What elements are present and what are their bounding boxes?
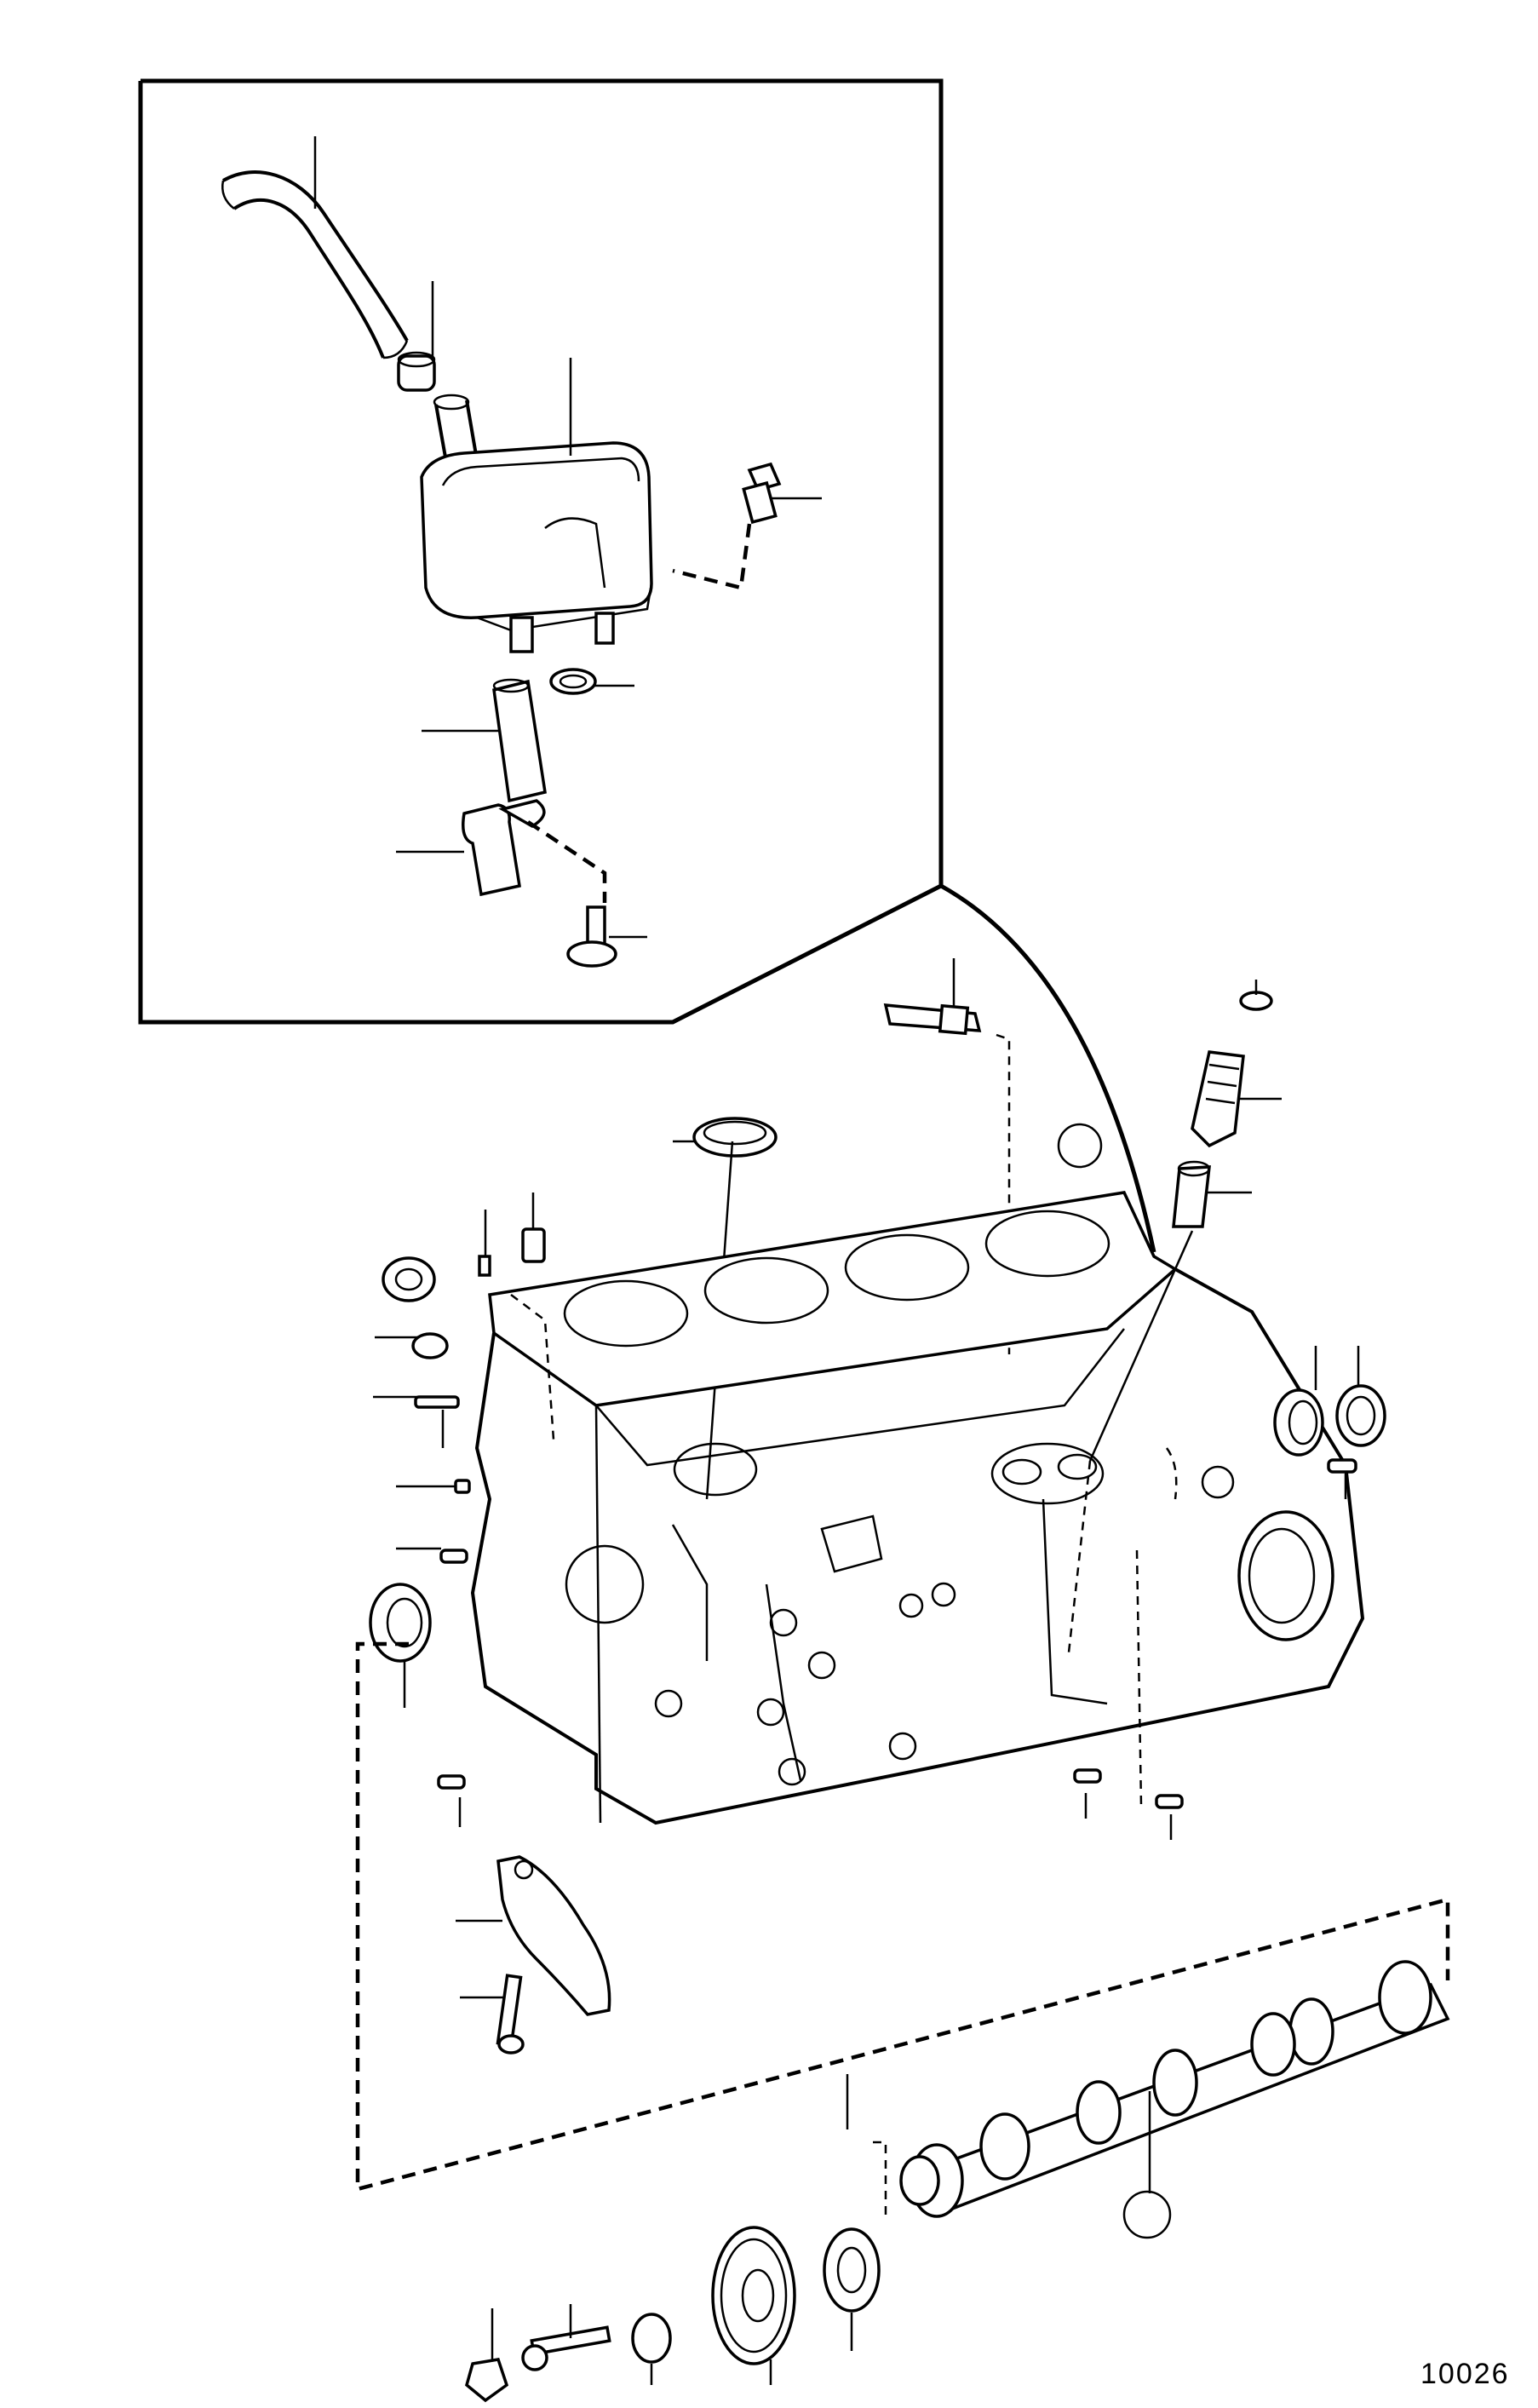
gear-bolt [521, 2304, 672, 2385]
flange-bolt [672, 462, 822, 590]
main-bearing-cap [456, 1855, 611, 2016]
inset-frame [138, 78, 1156, 1253]
cylinder-block [470, 1191, 1365, 1825]
camshaft-bearing-front [369, 1583, 432, 1708]
vent-hose [221, 136, 409, 359]
camshaft-bearing-rear [1273, 1346, 1386, 1499]
block-plugs [373, 1193, 546, 1564]
drive-gear [1191, 980, 1282, 1148]
dowel-pins [437, 1768, 1184, 1840]
seal-ring [673, 1117, 778, 1500]
oil-trap [420, 358, 653, 653]
camshaft-gear [711, 2226, 796, 2385]
thrust-washer [823, 2227, 881, 2351]
o-ring [549, 668, 634, 695]
bracket-screw [566, 905, 647, 968]
camshaft-dashed-path [355, 1641, 1450, 2192]
cap-bolt [460, 1974, 525, 2055]
camshaft [846, 1960, 1450, 2219]
gear-nut [465, 2308, 509, 2403]
pipe [422, 678, 547, 803]
reference-circles [1057, 1123, 1172, 2239]
hose-clamp [397, 281, 436, 392]
oil-pressure-sender [883, 958, 1011, 1354]
bracket [396, 799, 607, 903]
figure-number: 10026 [1420, 2358, 1510, 2390]
